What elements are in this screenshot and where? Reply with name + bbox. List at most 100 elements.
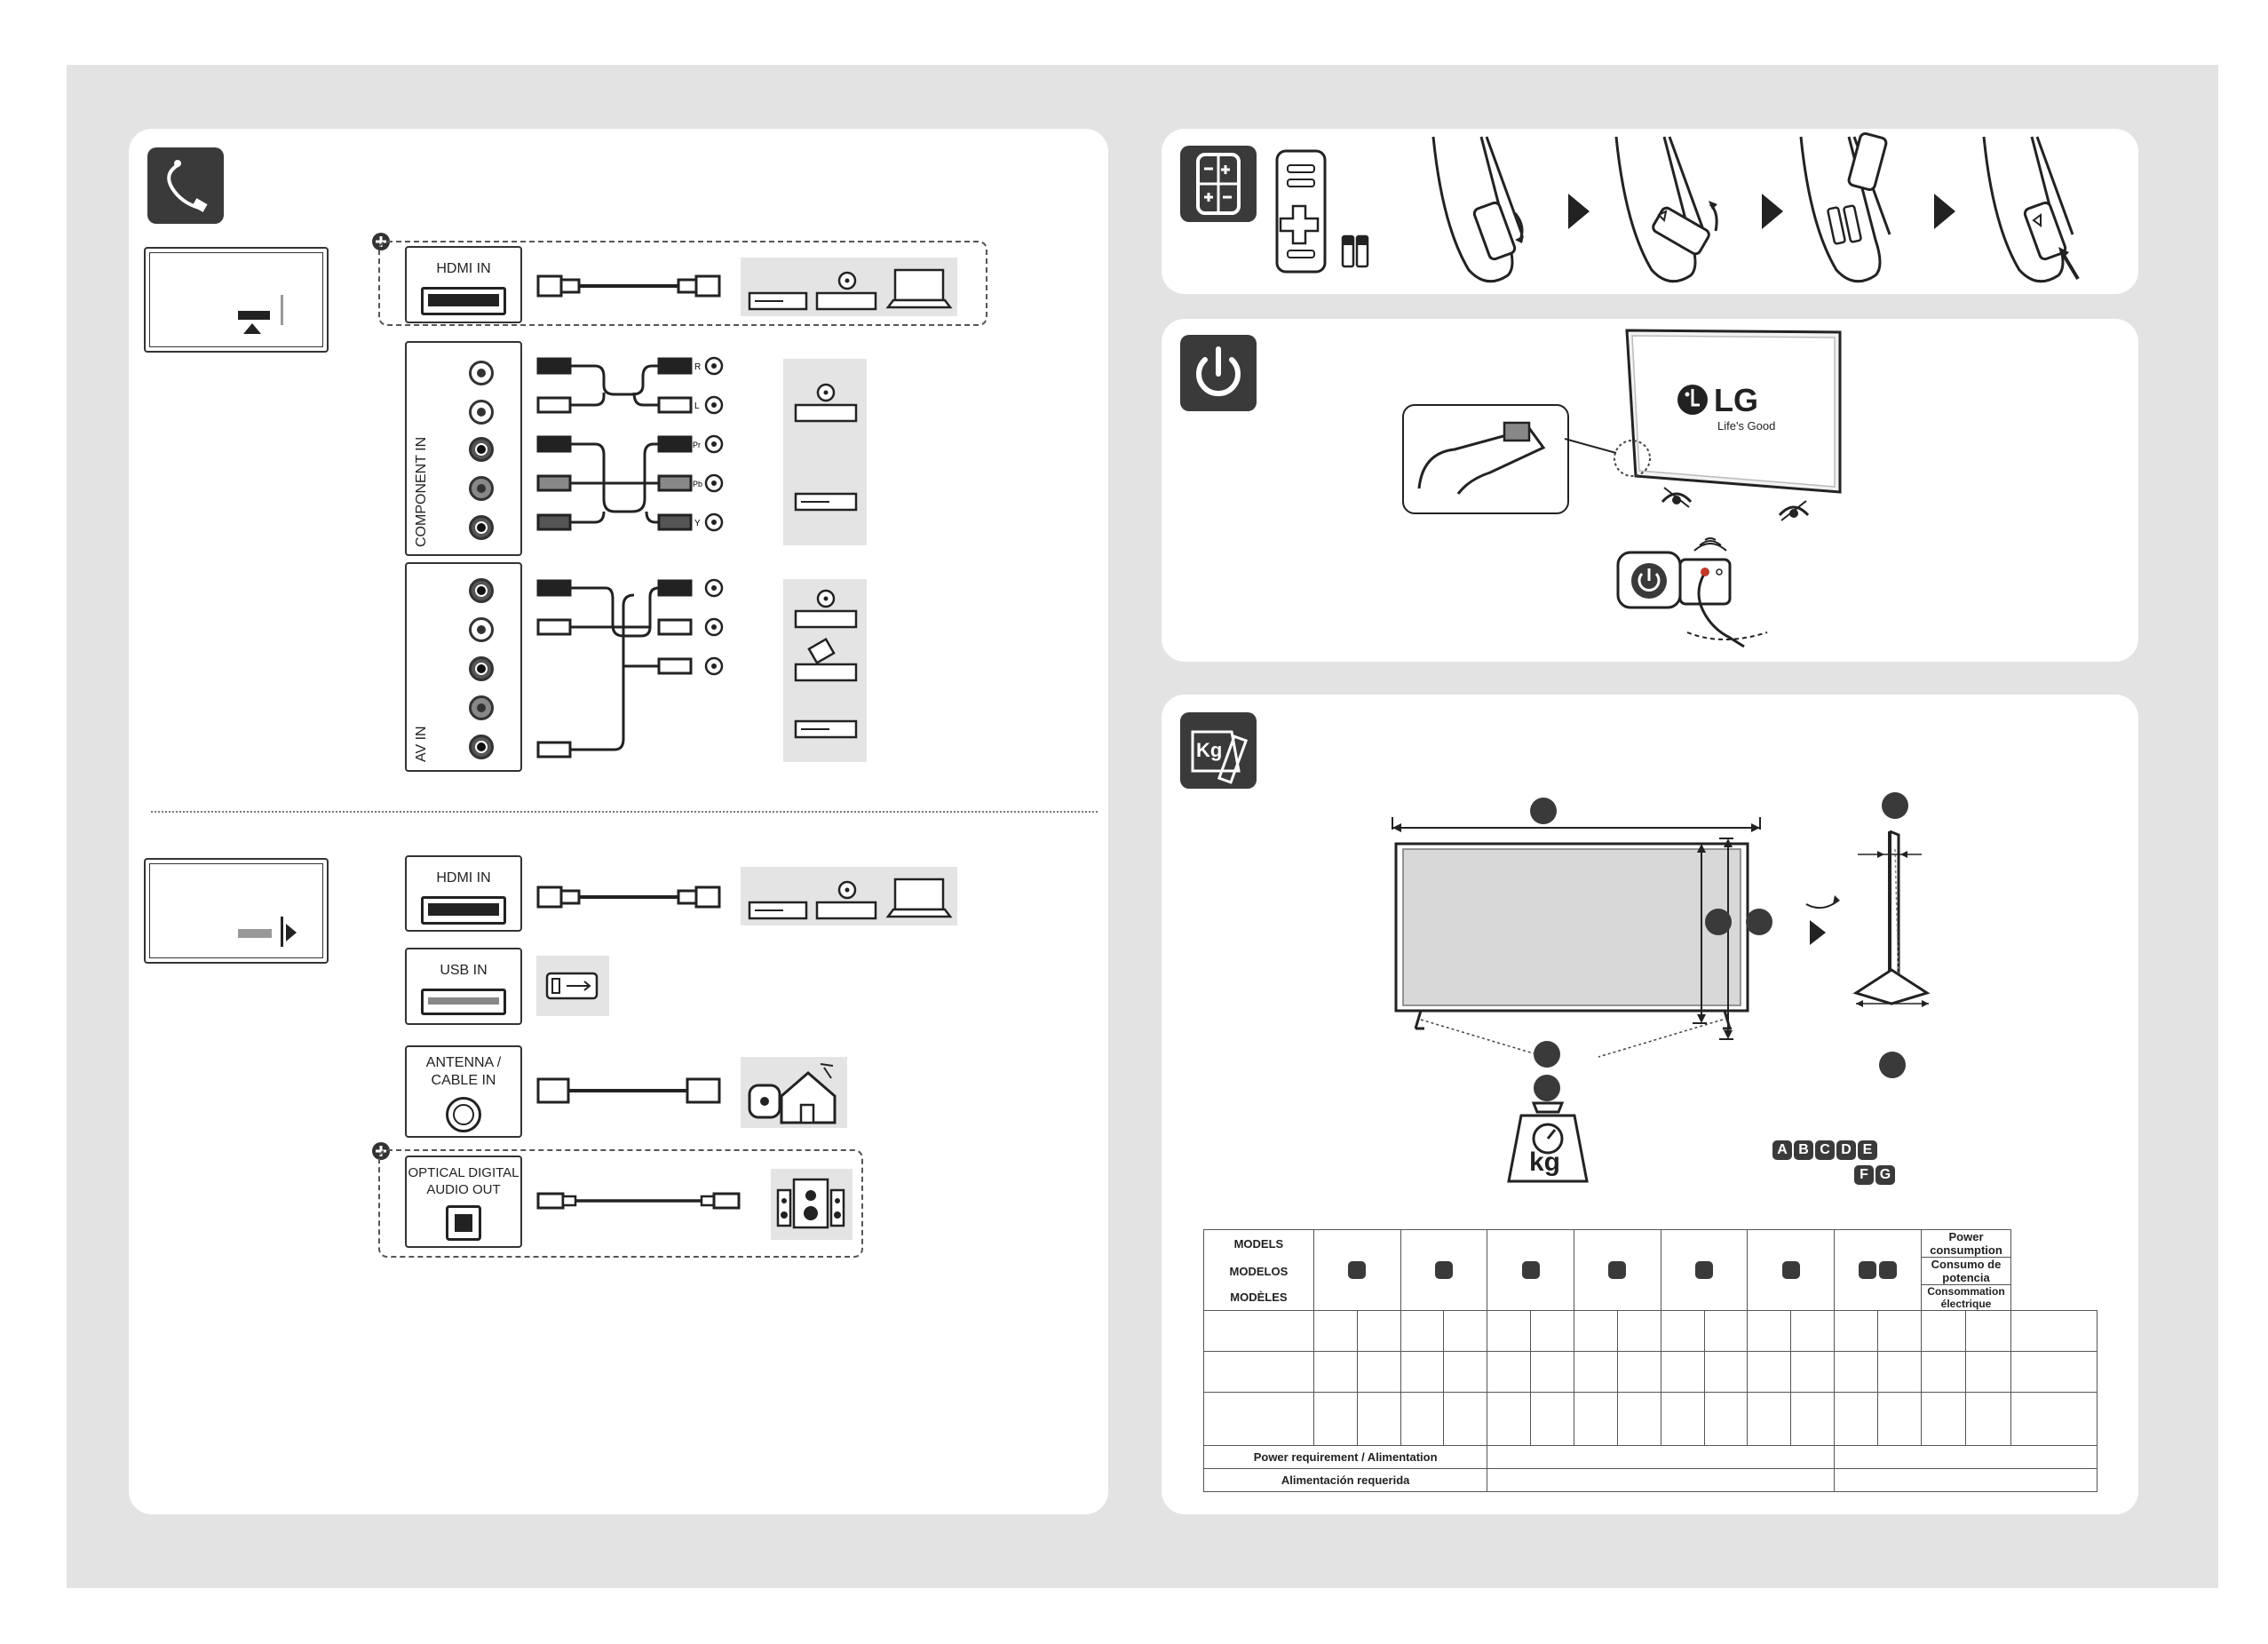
antenna-label-line1: ANTENNA / <box>425 1055 502 1070</box>
av-in-panel <box>405 562 522 772</box>
component-in-label: COMPONENT IN <box>414 436 429 547</box>
power-consumption-en-cell: Power consumption <box>1920 1229 2012 1258</box>
dim-col-header <box>1487 1229 1574 1311</box>
component-jack <box>469 361 494 385</box>
tv-rear-panel-bottom <box>144 858 329 964</box>
laptop-icon <box>885 268 953 309</box>
power-icon <box>1180 335 1257 411</box>
letter-f: F <box>1854 1165 1874 1185</box>
tv-rear-panel-top <box>144 247 329 353</box>
letter-d: D <box>1836 1140 1856 1160</box>
dimension-marker-depth <box>1882 792 1908 819</box>
speaker-system-icon <box>776 1178 845 1229</box>
models-en-cell: MODELS <box>1203 1229 1314 1258</box>
lg-logo-icon <box>1677 385 1708 415</box>
battery-step-2 <box>1614 136 1718 283</box>
step-arrow-2 <box>1762 194 1783 229</box>
dvd-player-icon <box>794 589 858 629</box>
dvd-player-icon <box>794 383 858 423</box>
weight-icon-letters: Kg <box>1196 739 1223 761</box>
channel-pb: Pb <box>693 480 702 488</box>
weight-scale-icon <box>1507 1101 1589 1183</box>
av-jack <box>469 695 494 720</box>
component-jack <box>469 515 494 540</box>
remote-power-press-icon <box>1616 537 1768 648</box>
models-fr-cell: MODÈLES <box>1203 1284 1314 1311</box>
letter-e: E <box>1858 1140 1877 1160</box>
dimension-marker-height <box>1705 909 1732 935</box>
av-jack <box>469 735 494 759</box>
av-jack <box>469 578 494 603</box>
section-divider <box>151 811 1098 813</box>
letter-g: G <box>1875 1165 1895 1185</box>
battery-step-4 <box>1982 136 2080 283</box>
rotate-view-icon <box>1805 895 1840 945</box>
table-row <box>1203 1351 2098 1393</box>
bluray-player-icon <box>748 291 808 311</box>
hdmi-in-label: HDMI IN <box>436 261 491 276</box>
dim-col-header <box>1312 1229 1401 1311</box>
letter-c: C <box>1815 1140 1835 1160</box>
dimension-marker-height-stand <box>1746 909 1772 935</box>
remote-control-icon <box>1180 146 1257 222</box>
tv-dimension-drawing <box>1392 817 1761 1058</box>
optical-audio-out-port: OPTICAL DIGITAL AUDIO OUT <box>405 1156 522 1248</box>
finger-press-icon <box>1417 421 1546 495</box>
spec-table: MODELS Power consumption MODELOS Consumo… <box>1202 1229 2098 1492</box>
hdmi-in-label: HDMI IN <box>436 870 491 886</box>
home-antenna-icon <box>748 1063 837 1124</box>
letter-b: B <box>1794 1140 1813 1160</box>
optical-cable <box>536 1192 741 1210</box>
zoom-circle <box>1614 440 1651 477</box>
viewing-eye-left-icon <box>1661 487 1693 508</box>
channel-pr: Pr <box>693 441 701 449</box>
dim-col-header <box>1573 1229 1661 1311</box>
usb-in-port: USB IN <box>405 948 522 1025</box>
bluray-player-icon <box>748 901 808 920</box>
weight-ruler-icon: Kg <box>1180 712 1257 789</box>
height-dimension-lines <box>1693 838 1733 1040</box>
remote-and-batteries-icon <box>1275 149 1369 274</box>
dim-col-header <box>1834 1229 1922 1311</box>
dimension-marker-stand-width <box>1534 1041 1560 1068</box>
dimension-marker-stand-depth <box>1879 1052 1906 1078</box>
channel-r: R <box>694 362 701 372</box>
weight-unit: kg <box>1529 1148 1561 1177</box>
tv-front-illustration <box>1625 329 1842 494</box>
usb-stick-icon <box>545 972 599 1000</box>
power-required-es-cell: Alimentación requerida <box>1202 1468 1488 1492</box>
hdmi-in-port-top: HDMI IN <box>405 246 522 323</box>
table-row <box>1203 1392 2098 1446</box>
av-cables <box>536 578 724 758</box>
port-marker-top <box>238 311 270 320</box>
dim-col-header <box>1660 1229 1749 1311</box>
component-jack <box>469 476 494 501</box>
vcr-icon <box>794 637 858 682</box>
hdmi-optional-group <box>378 241 987 326</box>
dimension-marker-width <box>1530 798 1557 824</box>
component-jack <box>469 400 494 425</box>
coaxial-cable <box>536 1077 721 1104</box>
zoom-connector <box>1564 438 1617 454</box>
optical-optional-group <box>378 1149 863 1258</box>
dvd-player-icon <box>815 880 877 920</box>
hdmi-cable-bottom <box>536 886 721 909</box>
step-arrow-3 <box>1934 194 1955 229</box>
power-requirement-cell: Power requirement / Alimentation <box>1202 1445 1488 1469</box>
component-in-panel <box>405 341 522 556</box>
models-es-cell: MODELOS <box>1203 1257 1314 1285</box>
dim-col-header <box>1747 1229 1836 1311</box>
dimension-marker-weight <box>1534 1075 1560 1101</box>
antenna-cable-in-port: ANTENNA / CABLE IN <box>405 1045 522 1138</box>
component-jack <box>469 437 494 462</box>
lg-brand-text: LG <box>1714 382 1758 418</box>
antenna-label-line2: CABLE IN <box>431 1073 496 1088</box>
optical-label-line2: AUDIO OUT <box>426 1182 501 1197</box>
table-row <box>1203 1310 2098 1352</box>
dvd-player-icon <box>815 271 877 311</box>
battery-step-1 <box>1431 136 1524 283</box>
hdmi-cable-top <box>536 274 721 298</box>
cable-connection-icon <box>147 147 224 224</box>
bluray-player-icon <box>794 492 858 512</box>
